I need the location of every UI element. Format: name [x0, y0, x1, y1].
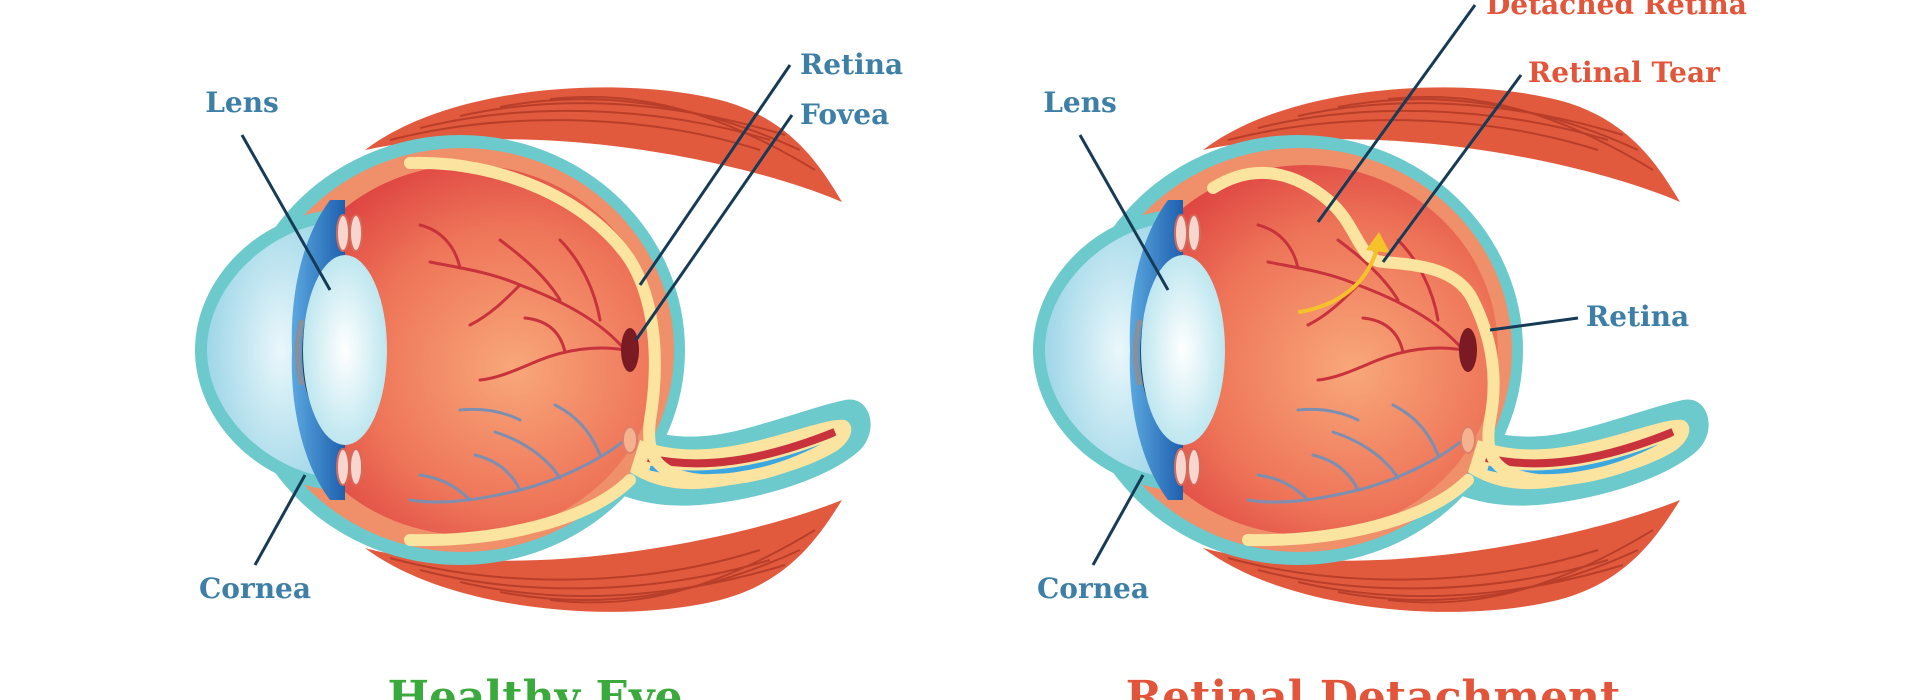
healthy-eye-diagram: Lens Retina Fovea Cornea Healthy Eye	[195, 48, 903, 700]
healthy-retina	[404, 156, 846, 487]
lens-leader-line	[1078, 134, 1170, 291]
detached-eyeball	[1033, 135, 1709, 565]
retina-leader-line	[1489, 316, 1579, 332]
lens-label: Lens	[205, 86, 279, 119]
cornea-label: Cornea	[199, 572, 311, 605]
fovea-label: Fovea	[800, 98, 889, 131]
retinal-tear-arrow	[1298, 243, 1380, 314]
healthy-eye-title: Healthy Eye	[387, 672, 682, 700]
retinal-tear-label: Retinal Tear	[1528, 56, 1721, 89]
cornea-leader-line	[253, 474, 307, 566]
retina-leader-line	[638, 64, 792, 286]
retinal-detachment-title: Retinal Detachment	[1126, 672, 1621, 700]
detached-retina-leader-line	[1316, 4, 1477, 223]
detached-retina-layer	[1207, 167, 1684, 487]
retinal-tear-leader-line	[1381, 74, 1523, 263]
cornea-leader-line	[1091, 474, 1145, 566]
lens-label: Lens	[1043, 86, 1117, 119]
lens-leader-line	[240, 134, 332, 291]
retinal-detachment-diagram: Lens Detached Retina Retinal Tear Retina…	[1033, 0, 1747, 700]
cornea-label: Cornea	[1037, 572, 1149, 605]
retina-label: Retina	[1586, 300, 1689, 333]
fovea-leader-line	[634, 114, 794, 341]
retina-label: Retina	[800, 48, 903, 81]
healthy-eyeball	[195, 135, 871, 565]
detached-retina-label: Detached Retina	[1486, 0, 1747, 21]
